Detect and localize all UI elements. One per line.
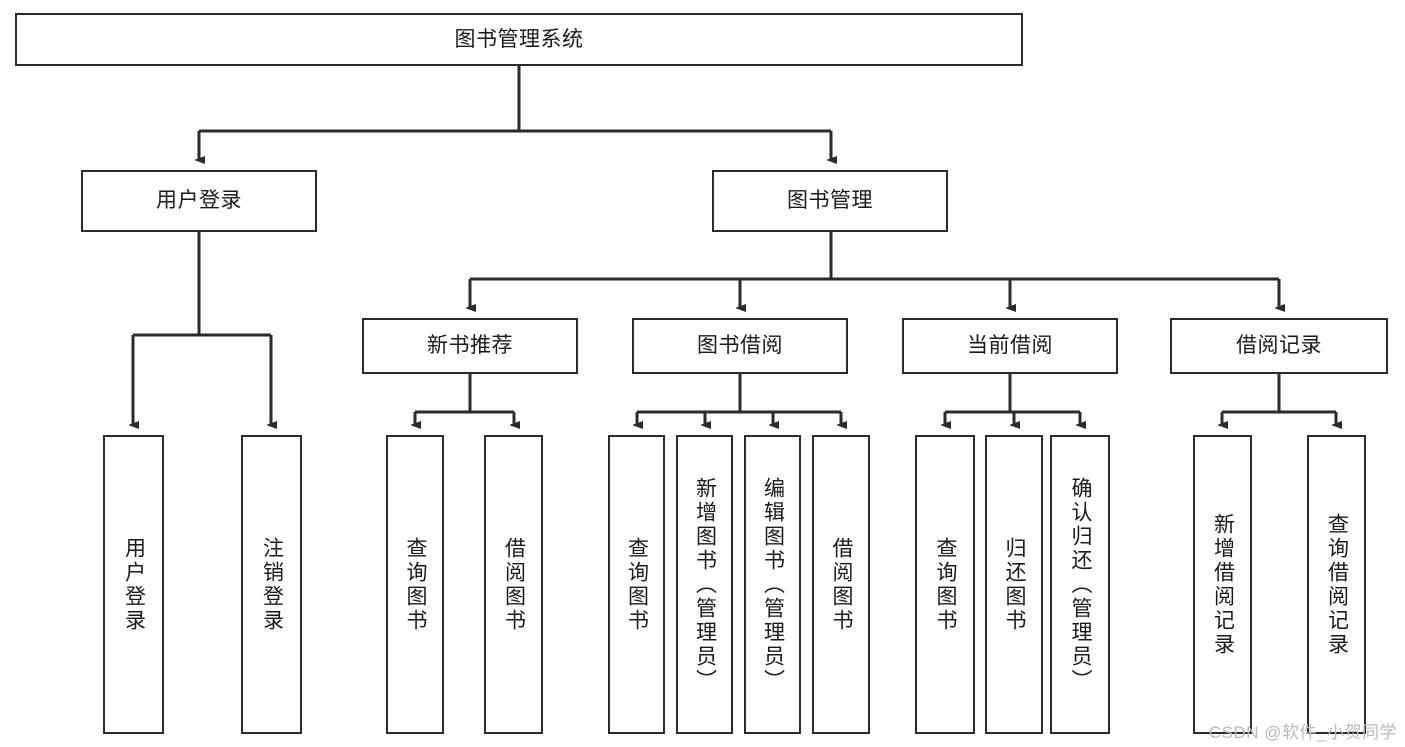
leaf-borrow-book-recommend[interactable]: 借阅图书 xyxy=(484,435,543,734)
leaf-edit-book-admin[interactable]: 编辑图书（管理员） xyxy=(744,435,801,734)
leaf-query-book-borrow-label: 查询图书 xyxy=(625,536,649,633)
node-borrow-record[interactable]: 借阅记录 xyxy=(1170,318,1388,374)
leaf-user-login[interactable]: 用户登录 xyxy=(103,435,164,734)
node-new-book-recommend-label: 新书推荐 xyxy=(427,334,513,358)
node-root-label: 图书管理系统 xyxy=(454,27,584,51)
leaf-logout-label: 注销登录 xyxy=(260,536,284,633)
node-book-management-label: 图书管理 xyxy=(787,189,873,213)
leaf-query-book-borrow[interactable]: 查询图书 xyxy=(608,435,665,734)
leaf-query-book-current-label: 查询图书 xyxy=(934,536,958,633)
leaf-query-borrow-record[interactable]: 查询借阅记录 xyxy=(1307,435,1366,734)
leaf-borrow-book-recommend-label: 借阅图书 xyxy=(502,536,526,633)
node-current-borrow-label: 当前借阅 xyxy=(967,334,1053,358)
node-book-borrow-label: 图书借阅 xyxy=(697,334,783,358)
leaf-add-borrow-record-label: 新增借阅记录 xyxy=(1211,512,1235,657)
leaf-return-book-label: 归还图书 xyxy=(1003,536,1027,633)
leaf-add-borrow-record[interactable]: 新增借阅记录 xyxy=(1193,435,1252,734)
leaf-confirm-return-admin-label: 确认归还（管理员） xyxy=(1069,476,1093,693)
leaf-add-book-admin-label: 新增图书（管理员） xyxy=(693,476,717,693)
leaf-query-borrow-record-label: 查询借阅记录 xyxy=(1325,512,1349,657)
node-user-login[interactable]: 用户登录 xyxy=(81,170,317,232)
watermark: CSDN @软件_小贺同学 xyxy=(1208,723,1397,742)
leaf-add-book-admin[interactable]: 新增图书（管理员） xyxy=(676,435,733,734)
node-book-management[interactable]: 图书管理 xyxy=(712,170,948,232)
node-current-borrow[interactable]: 当前借阅 xyxy=(902,318,1118,374)
leaf-query-book-recommend-label: 查询图书 xyxy=(404,536,428,633)
node-user-login-label: 用户登录 xyxy=(156,189,242,213)
node-root[interactable]: 图书管理系统 xyxy=(15,13,1023,66)
leaf-user-login-label: 用户登录 xyxy=(122,536,146,633)
node-book-borrow[interactable]: 图书借阅 xyxy=(632,318,848,374)
leaf-logout[interactable]: 注销登录 xyxy=(241,435,302,734)
leaf-edit-book-admin-label: 编辑图书（管理员） xyxy=(761,476,785,693)
leaf-return-book[interactable]: 归还图书 xyxy=(985,435,1043,734)
leaf-borrow-book[interactable]: 借阅图书 xyxy=(812,435,870,734)
leaf-confirm-return-admin[interactable]: 确认归还（管理员） xyxy=(1050,435,1110,734)
leaf-query-book-recommend[interactable]: 查询图书 xyxy=(386,435,444,734)
leaf-borrow-book-label: 借阅图书 xyxy=(830,536,854,633)
leaf-query-book-current[interactable]: 查询图书 xyxy=(915,435,975,734)
node-borrow-record-label: 借阅记录 xyxy=(1236,334,1322,358)
node-new-book-recommend[interactable]: 新书推荐 xyxy=(362,318,578,374)
